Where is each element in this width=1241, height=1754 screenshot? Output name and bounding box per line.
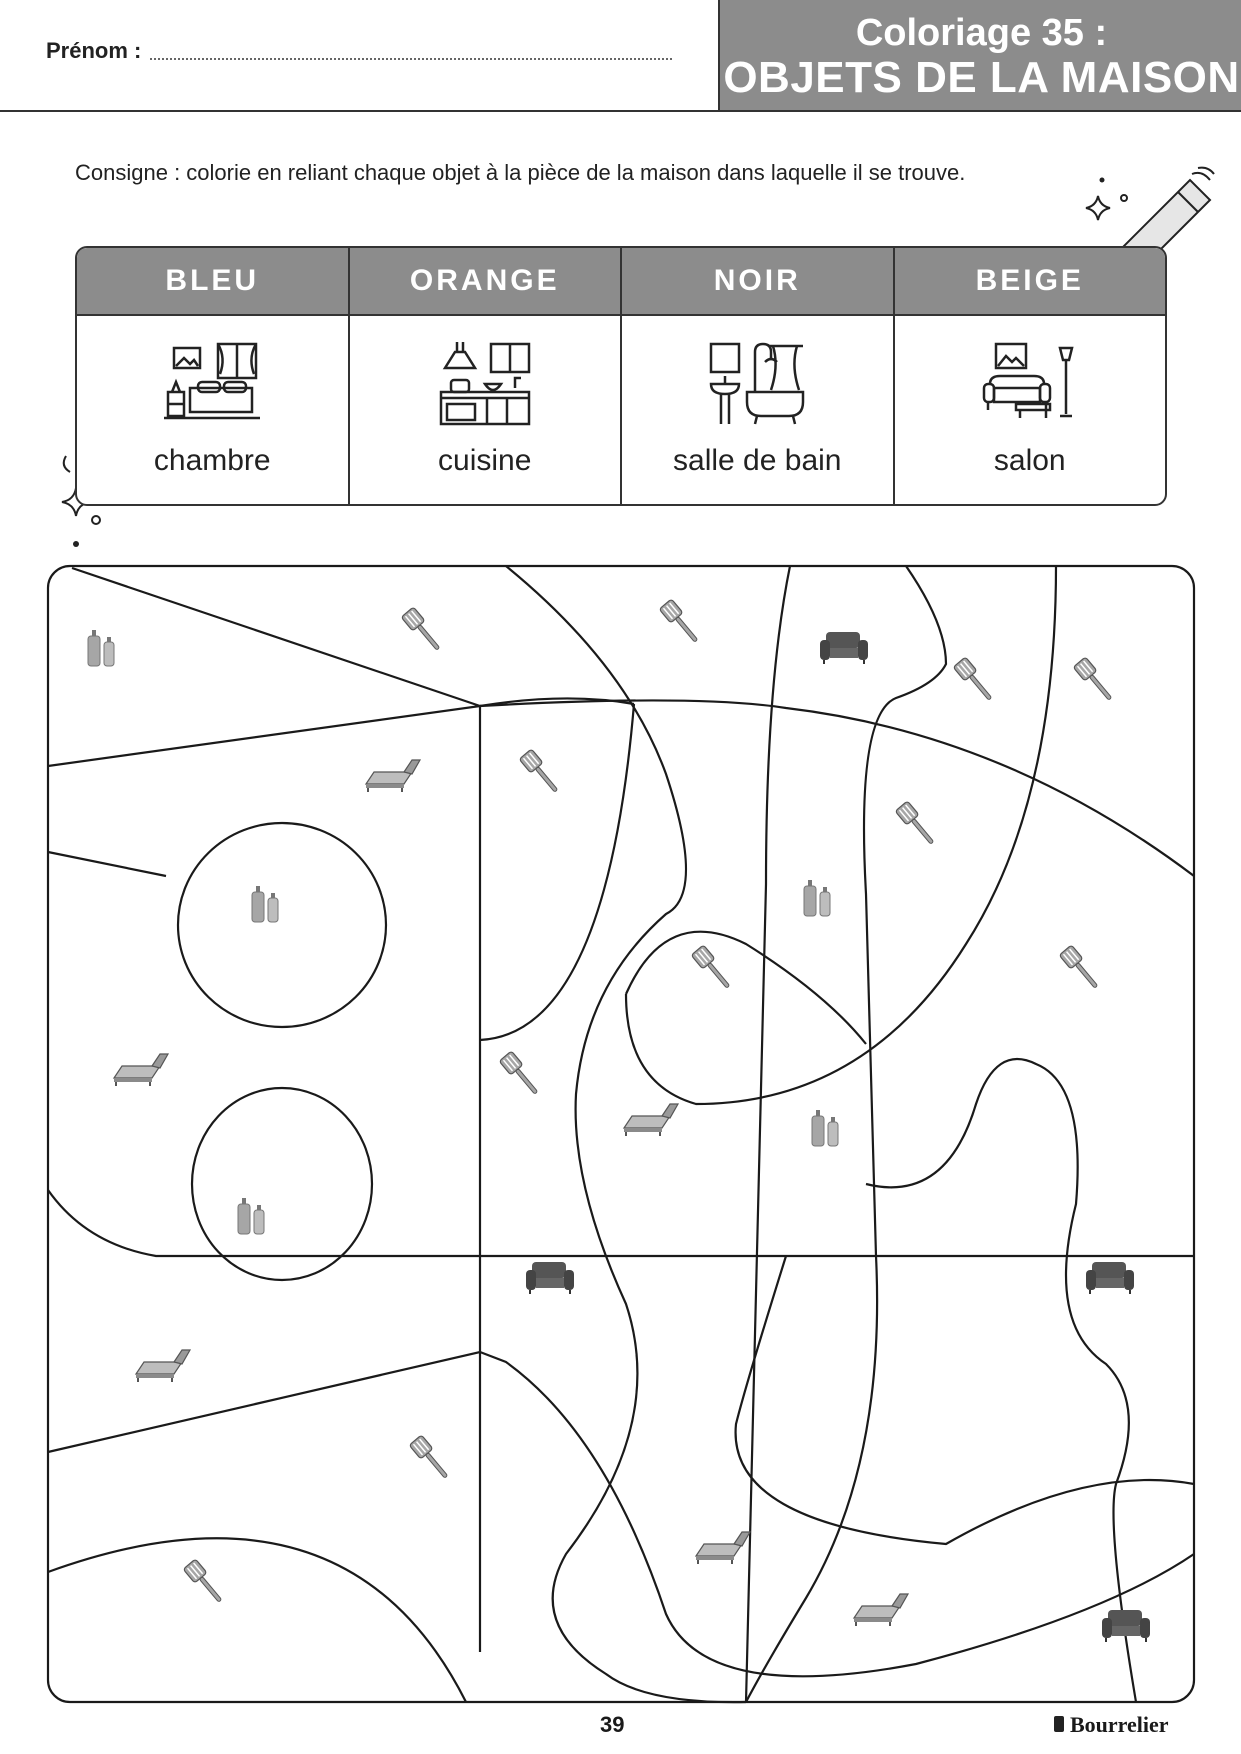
legend-color-label: ORANGE (349, 248, 620, 316)
legend-column-bedroom: BLEU chambre (77, 248, 350, 504)
bed-icon (853, 1593, 909, 1627)
name-label: Prénom : (46, 38, 142, 63)
bed-icon (623, 1103, 679, 1137)
title-subject: OBJETS DE LA MAISON (723, 53, 1240, 102)
armchair-icon (525, 1261, 575, 1295)
coloring-area[interactable] (46, 564, 1196, 1704)
spatula-icon (400, 606, 446, 655)
bed-icon (365, 759, 421, 793)
spatula-icon (658, 598, 704, 647)
shampoo-bottles-icon (803, 879, 831, 917)
legend-room-label: salle de bain (673, 444, 842, 477)
legend-column-bathroom: NOIR salle de bain (622, 248, 895, 504)
legend-room-label: cuisine (438, 444, 532, 477)
spatula-icon (1058, 944, 1104, 993)
spatula-icon (498, 1050, 544, 1099)
bubble-top (176, 821, 388, 1029)
shampoo-bottles-icon (251, 885, 279, 923)
shampoo-bottles-icon (87, 629, 115, 667)
spatula-icon (182, 1558, 228, 1607)
legend-color-label: BLEU (77, 248, 348, 316)
bathroom-icon (709, 342, 805, 425)
publisher-mark-icon (1054, 1716, 1064, 1732)
instruction-text: Consigne : colorie en reliant chaque obj… (75, 160, 966, 185)
bed-icon (695, 1531, 751, 1565)
spatula-icon (408, 1434, 454, 1483)
coloring-frame (46, 564, 1196, 1704)
bed-icon (113, 1053, 169, 1087)
header-divider (0, 110, 1241, 112)
publisher-logo: Bourrelier (1054, 1712, 1169, 1738)
publisher-name: Bourrelier (1070, 1712, 1169, 1737)
armchair-icon (1085, 1261, 1135, 1295)
kitchen-icon (439, 342, 530, 426)
legend-color-label: BEIGE (894, 248, 1165, 316)
spatula-icon (518, 748, 564, 797)
title-banner: Coloriage 35 : OBJETS DE LA MAISON (718, 0, 1241, 111)
name-field[interactable] (150, 58, 672, 60)
page-number: 39 (600, 1712, 625, 1737)
sparkle-icon (1085, 177, 1128, 221)
spatula-icon (1072, 656, 1118, 705)
title-number: Coloriage 35 : (855, 12, 1108, 54)
spatula-icon (952, 656, 998, 705)
armchair-icon (819, 631, 869, 665)
spatula-icon (690, 944, 736, 993)
legend-column-kitchen: ORANGE cuisine (349, 248, 622, 504)
legend-room-label: salon (993, 444, 1066, 477)
legend-color-label: NOIR (622, 248, 893, 316)
legend-column-living-room: BEIGE salon (894, 248, 1165, 504)
bed-icon (135, 1349, 191, 1383)
color-legend-table: BLEU chambre ORANGE (75, 246, 1167, 506)
bedroom-icon (164, 342, 261, 420)
living-room-icon (982, 342, 1074, 418)
bubble-bottom (190, 1086, 374, 1282)
shampoo-bottles-icon (811, 1109, 839, 1147)
spatula-icon (894, 800, 940, 849)
legend-room-label: chambre (153, 444, 271, 477)
shampoo-bottles-icon (237, 1197, 265, 1235)
